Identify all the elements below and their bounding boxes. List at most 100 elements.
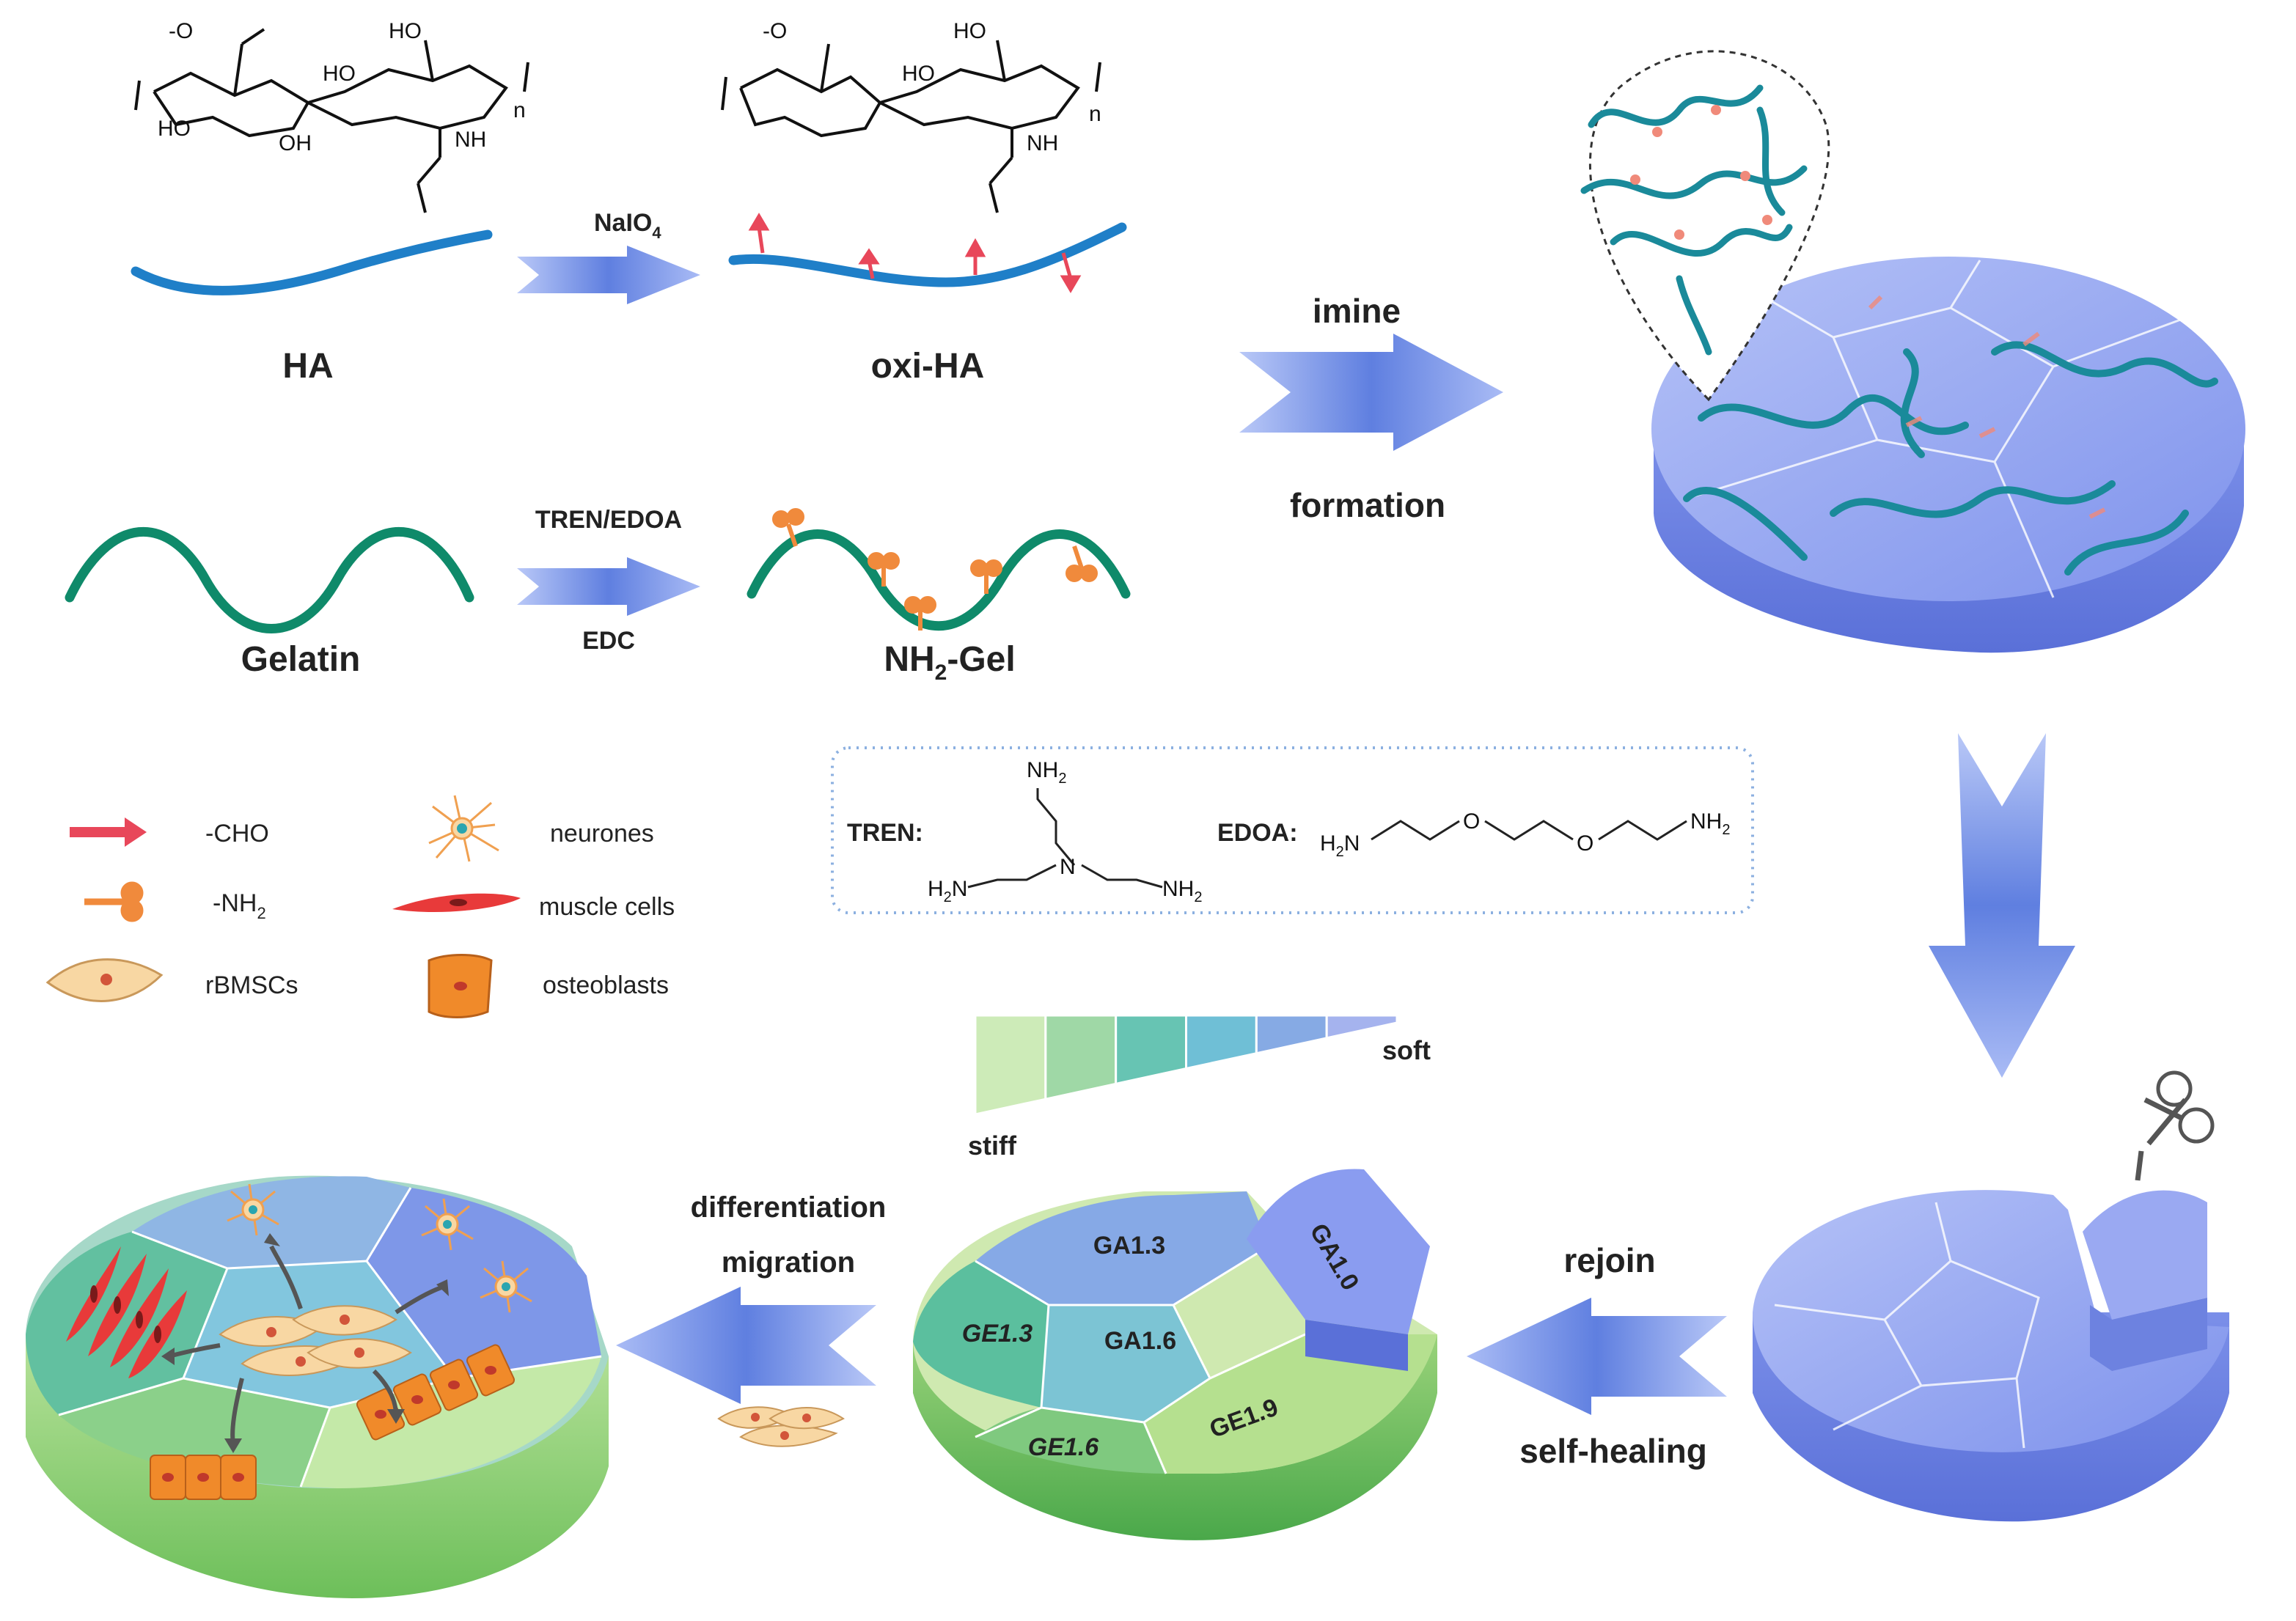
imine-label: imine xyxy=(1313,292,1401,330)
stiffness-segment-6 xyxy=(1325,1014,1398,1040)
nh-label: NH xyxy=(455,128,486,152)
naio4-label: NaIO4 xyxy=(594,209,661,242)
rbmscs-legend-label: rBMSCs xyxy=(205,971,298,999)
region-osteoblasts-left xyxy=(59,1378,330,1487)
differentiation-label: differentiation xyxy=(691,1191,887,1224)
neurones-group xyxy=(227,1183,532,1313)
segment-ge19 xyxy=(1144,1334,1437,1474)
neurones-legend-icon xyxy=(428,795,499,862)
neurones-legend-label: neurones xyxy=(550,820,654,848)
rbmscs-cluster-small xyxy=(717,1406,845,1447)
nh2-gel-label: NH2-Gel xyxy=(884,640,1015,685)
ha-label: HA xyxy=(282,347,333,386)
self-healing-label: self-healing xyxy=(1519,1432,1707,1470)
segment-labels: GA1.3 GA1.0 GE1.3 GA1.6 GE1.6 GE1.9 xyxy=(962,1218,1365,1461)
label-ge16: GE1.6 xyxy=(1028,1433,1099,1461)
region-neurones-top xyxy=(132,1176,411,1268)
tren-edoa-label: TREN/EDOA xyxy=(535,506,682,534)
edoa-nh2: NH2 xyxy=(1690,809,1730,838)
region-osteoblasts-right xyxy=(301,1356,601,1488)
formation-label: formation xyxy=(1290,486,1445,524)
ha-chemical-structure xyxy=(134,28,529,213)
stiffness-gradient-bar xyxy=(974,1014,1398,1116)
oxi-ho-mid-label: HO xyxy=(902,62,935,86)
segment-ga16 xyxy=(1041,1305,1210,1422)
region-neurones-right xyxy=(367,1188,601,1378)
oxi-ha-structure-labels: -O HO HO NH n xyxy=(763,19,1101,155)
muscle-cells-group xyxy=(66,1246,187,1378)
gelatin-label: Gelatin xyxy=(241,640,361,679)
region-center xyxy=(183,1261,455,1408)
stiff-label: stiff xyxy=(968,1131,1017,1161)
oxi-carboxylate-label: -O xyxy=(763,19,787,43)
edoa-h2n: H2N xyxy=(1320,831,1360,860)
ho-top-label: HO xyxy=(389,19,422,43)
oxi-ha-label: oxi-HA xyxy=(871,347,985,386)
crosslinker-box: TREN: NH2 H2N N NH2 EDOA: H2N O O NH2 xyxy=(831,746,1754,914)
rbmscs-legend-icon xyxy=(45,958,164,1002)
oxi-ha-chemical-structure xyxy=(721,40,1101,213)
scissors-icon xyxy=(2135,1070,2215,1181)
cho-markers xyxy=(748,213,1082,293)
tren-h2n-left: H2N xyxy=(928,877,967,905)
label-ga13: GA1.3 xyxy=(1093,1232,1165,1260)
split-hydrogel-disk xyxy=(1753,1070,2229,1522)
rbmscs-center-cluster xyxy=(219,1305,412,1377)
segment-ge16 xyxy=(975,1408,1166,1474)
nh2-gel-chain xyxy=(747,529,1131,631)
differentiation-arrow xyxy=(616,1287,876,1404)
tren-n-center: N xyxy=(1060,855,1076,879)
soft-label: soft xyxy=(1382,1035,1431,1065)
oh1-label: HO xyxy=(158,117,191,141)
edoa-label: EDOA: xyxy=(1217,819,1298,847)
cho-legend-icon xyxy=(70,817,147,847)
oxi-ha-chain xyxy=(728,222,1127,287)
n-subscript: n xyxy=(513,98,526,122)
nh2-legend-icon xyxy=(84,881,144,922)
carboxylate-label: -O xyxy=(169,19,193,43)
tren-nh2-right: NH2 xyxy=(1162,877,1202,905)
oh2-label: OH xyxy=(279,131,312,155)
down-arrow xyxy=(1929,733,2075,1078)
segment-ge13 xyxy=(913,1261,1049,1408)
oxi-nh-label: NH xyxy=(1027,131,1058,155)
stiffness-segment-4 xyxy=(1185,1014,1258,1070)
stiffness-segment-2 xyxy=(1044,1014,1118,1101)
muscle-cells-legend-label: muscle cells xyxy=(539,893,675,921)
oxi-n-subscript: n xyxy=(1089,102,1101,126)
label-ga16: GA1.6 xyxy=(1104,1327,1176,1355)
migration-label: migration xyxy=(722,1246,855,1279)
nh2-legend-label: -NH2 xyxy=(213,889,266,922)
nh2-markers xyxy=(772,508,1098,631)
cut-wedge xyxy=(2083,1190,2207,1371)
oxi-ho-top-label: HO xyxy=(953,19,986,43)
stiffness-segment-5 xyxy=(1255,1014,1328,1055)
imine-formation-arrow xyxy=(1239,334,1503,451)
muscle-cells-legend-icon xyxy=(392,893,521,913)
ha-chain xyxy=(131,229,493,295)
segment-ga10-wedge xyxy=(1247,1169,1430,1371)
edoa-o2: O xyxy=(1577,831,1593,856)
cell-laden-disk xyxy=(26,1175,609,1598)
tren-label: TREN: xyxy=(847,819,923,847)
naio4-arrow xyxy=(517,246,700,304)
ha-structure-labels: -O HO HO HO OH NH n xyxy=(158,19,526,155)
label-ge13: GE1.3 xyxy=(962,1320,1033,1348)
gelatin-chain xyxy=(65,527,474,633)
osteoblasts-legend-icon xyxy=(428,954,493,1018)
stiffness-segment-1 xyxy=(974,1014,1047,1116)
tren-nh2-top: NH2 xyxy=(1027,758,1066,787)
stiffness-segment-3 xyxy=(1115,1014,1187,1086)
ho-mid-label: HO xyxy=(323,62,356,86)
legend: -CHO -NH2 rBMSCs neurones muscle cells xyxy=(45,795,675,1018)
rejoin-label: rejoin xyxy=(1563,1241,1655,1279)
edc-label: EDC xyxy=(582,627,635,655)
region-muscle xyxy=(26,1232,227,1415)
tren-edoa-arrow xyxy=(517,557,700,616)
cho-legend-label: -CHO xyxy=(205,820,269,848)
osteoblasts-legend-label: osteoblasts xyxy=(543,971,669,999)
rejoin-arrow xyxy=(1467,1298,1727,1415)
segmented-hydrogel-disk xyxy=(913,1169,1437,1540)
hydrogel-disk-top xyxy=(1651,257,2245,653)
